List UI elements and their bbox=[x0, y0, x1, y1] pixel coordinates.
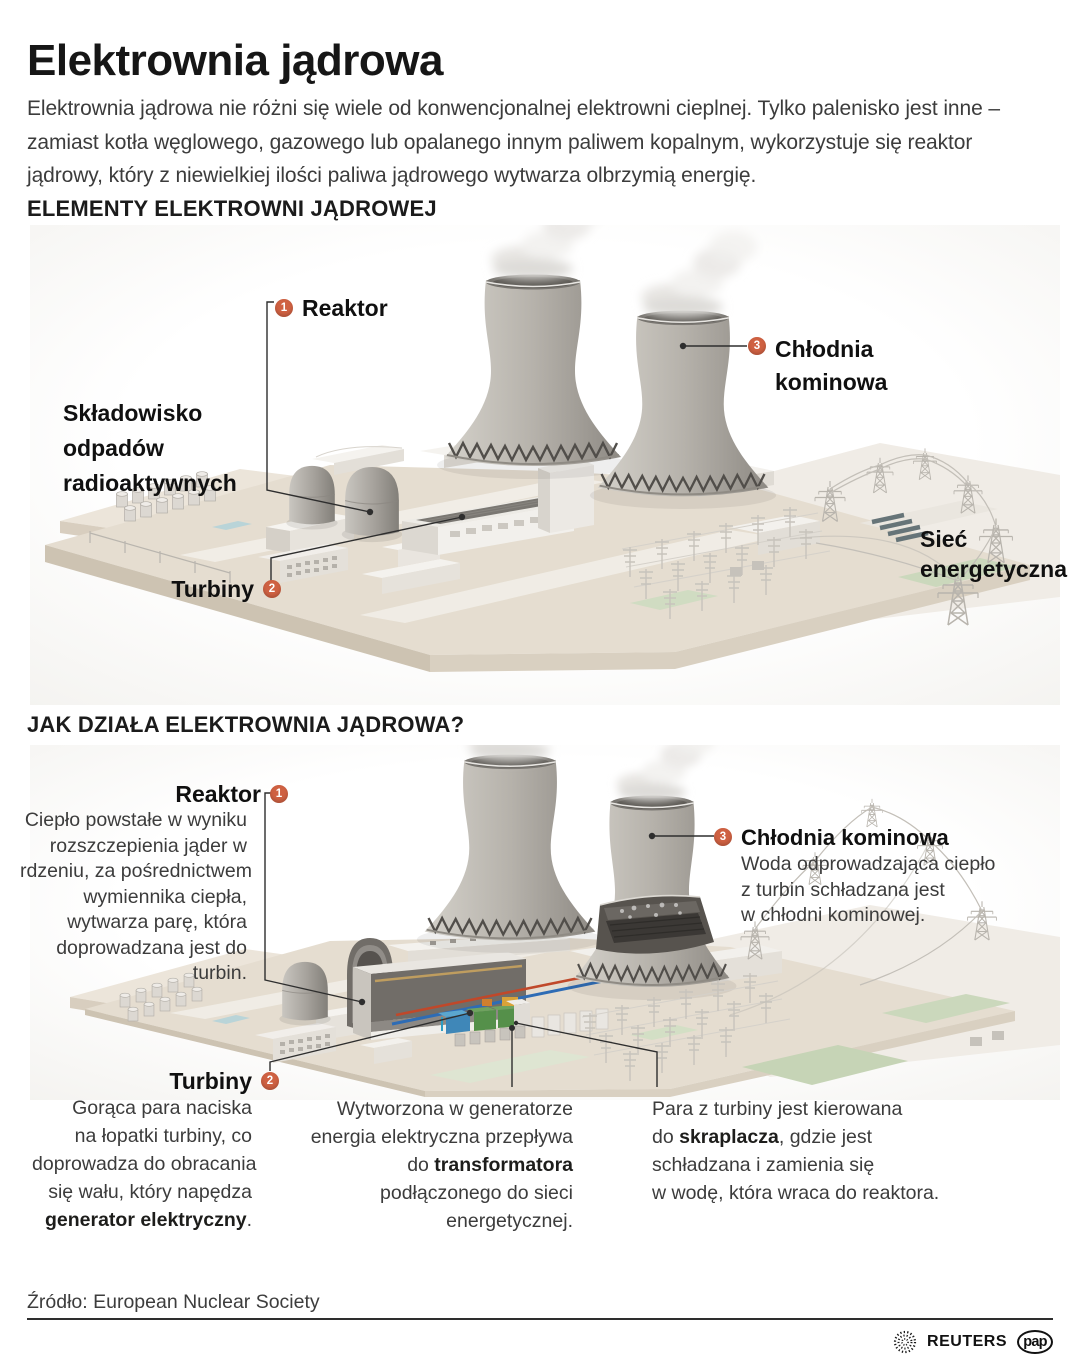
turbiny-description: Gorąca para naciska na łopatki turbiny, … bbox=[32, 1094, 256, 1234]
plant-overview-illustration bbox=[30, 225, 1060, 705]
cooling-tower-cutaway bbox=[596, 894, 714, 954]
text-segment: Para z turbiny jest kierowana do bbox=[652, 1098, 903, 1148]
bold-text-segment: generator elektryczny bbox=[44, 1209, 247, 1231]
source-line: Źródło: European Nuclear Society bbox=[27, 1291, 320, 1313]
text-segment: Wytworzona w generatorze energia elektry… bbox=[310, 1098, 573, 1176]
skraplacz-description: Para z turbiny jest kierowana do skrapla… bbox=[652, 1095, 952, 1207]
callout-turbiny-2: Turbiny 2 bbox=[60, 1066, 279, 1096]
reaktor-description: Ciepło powstałe w wyniku rozszczepienia … bbox=[20, 809, 252, 984]
leader-lines bbox=[266, 301, 747, 581]
callout-turbiny-1: Turbiny 2 bbox=[133, 574, 281, 604]
callout-label: Turbiny bbox=[169, 1068, 252, 1094]
switchyard bbox=[621, 506, 831, 620]
callout-reaktor-2: Reaktor 1 bbox=[20, 779, 288, 809]
callout-number-badge: 1 bbox=[275, 299, 293, 317]
callout-label: Turbiny bbox=[171, 576, 254, 602]
callout-label: Chłodnia kominowa bbox=[775, 336, 888, 395]
callout-chlodnia-1: 3 Chłodnia kominowa bbox=[748, 333, 887, 399]
label-skladowisko: Składowisko odpadów radioaktywnych bbox=[63, 400, 237, 496]
callout-label: Reaktor bbox=[302, 295, 388, 321]
callout-number-badge: 2 bbox=[261, 1072, 279, 1090]
text-segment: . bbox=[246, 1209, 252, 1231]
leader-dots bbox=[358, 832, 656, 1031]
badge-number: 1 bbox=[280, 302, 288, 314]
bold-text-segment: transformatora bbox=[434, 1154, 573, 1176]
intro-text: Elektrownia jądrowa nie różni się wiele … bbox=[27, 97, 1000, 187]
badge-number: 1 bbox=[275, 788, 283, 800]
text-segment: , gdzie jest schładzana i zamienia się w… bbox=[652, 1126, 940, 1204]
callout-number-badge: 1 bbox=[270, 785, 288, 803]
leader-dots bbox=[366, 342, 687, 521]
power-pylons-icon bbox=[729, 798, 997, 1016]
transformator-description: Wytworzona w generatorze energia elektry… bbox=[281, 1095, 573, 1235]
section-elements-heading: ELEMENTY ELEKTROWNI JĄDROWEJ bbox=[27, 196, 437, 221]
footer-logos: REUTERS pap bbox=[893, 1330, 1053, 1354]
chlodnia-title: Chłodnia kominowa bbox=[741, 825, 949, 850]
section-how-heading: JAK DZIAŁA ELEKTROWNIA JĄDROWA? bbox=[27, 712, 465, 737]
text-segment: Gorąca para naciska na łopatki turbiny, … bbox=[32, 1097, 257, 1203]
callout-number-badge: 3 bbox=[748, 337, 766, 355]
callout-number-badge: 2 bbox=[263, 580, 281, 598]
bold-text-segment: skraplacza bbox=[679, 1126, 779, 1148]
reuters-wordmark: REUTERS bbox=[927, 1333, 1007, 1350]
switchyard bbox=[581, 972, 1004, 1082]
reuters-logo-icon bbox=[893, 1330, 917, 1354]
badge-number: 3 bbox=[753, 340, 761, 352]
badge-number: 2 bbox=[266, 1075, 274, 1087]
callout-number-badge: 3 bbox=[714, 828, 732, 846]
pap-logo: pap bbox=[1017, 1330, 1053, 1354]
page-title: Elektrownia jądrowa bbox=[27, 36, 443, 85]
footer-divider bbox=[27, 1318, 1053, 1320]
plant-cutaway-illustration bbox=[30, 745, 1060, 1100]
waste-casks bbox=[89, 471, 231, 583]
callout-label: Reaktor bbox=[175, 781, 261, 807]
power-pylons-icon bbox=[789, 447, 1014, 626]
text-segment: podłączonego do sieci energetycznej. bbox=[380, 1182, 573, 1232]
badge-number: 2 bbox=[268, 583, 276, 595]
badge-number: 3 bbox=[719, 831, 727, 843]
callout-reaktor-1: 1 Reaktor bbox=[275, 293, 388, 323]
label-siec-energetyczna: Sieć energetyczna bbox=[920, 526, 1068, 582]
chlodnia-description: Woda odprowadzająca ciepło z turbin schł… bbox=[741, 853, 996, 926]
